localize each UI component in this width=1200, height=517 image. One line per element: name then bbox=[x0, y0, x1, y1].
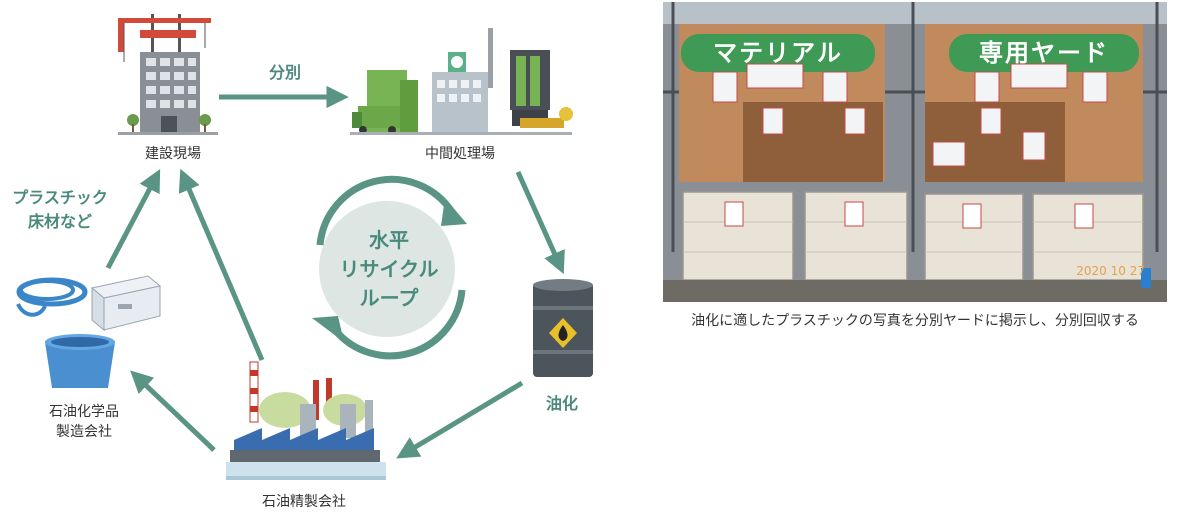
loop-label: 水平 リサイクル ループ bbox=[339, 228, 439, 310]
construction-site-icon bbox=[118, 14, 218, 135]
edge-label-plastic-flooring: プラスチック 床材など bbox=[12, 188, 108, 231]
node-label-intermediate-plant: 中間処理場 bbox=[425, 146, 495, 162]
arrow-refinery-to-chemical bbox=[130, 370, 216, 452]
photo-date-stamp: 2020 10 27 bbox=[1076, 264, 1145, 278]
edge-label-sort: 分別 bbox=[268, 63, 301, 82]
sign-right-text: 専用ヤード bbox=[979, 39, 1109, 67]
arrow-oil-to-refinery bbox=[396, 380, 524, 459]
chemical-products-icon bbox=[16, 275, 162, 388]
sign-left-text: マテリアル bbox=[713, 39, 843, 67]
sign-left-board bbox=[681, 34, 875, 72]
recycling-diagram bbox=[16, 14, 593, 480]
loop-circle bbox=[312, 175, 467, 360]
oil-drum-icon bbox=[533, 279, 593, 377]
sorting-yard-photo: マテリアル 専用ヤード 2020 10 27 bbox=[663, 2, 1167, 302]
edge-label-oil: 油化 bbox=[545, 394, 578, 413]
photo-caption: 油化に適したプラスチックの写真を分別ヤードに掲示し、分別回収する bbox=[691, 313, 1139, 329]
arrow-chemical-to-site bbox=[105, 169, 161, 270]
node-label-refinery: 石油精製会社 bbox=[262, 494, 346, 510]
processing-plant-icon bbox=[350, 28, 573, 135]
sign-right-board bbox=[949, 34, 1139, 72]
node-label-construction-site: 建設現場 bbox=[145, 146, 201, 162]
refinery-icon bbox=[226, 361, 386, 480]
arrow-plant-to-oil bbox=[515, 170, 565, 275]
arrow-refinery-to-site bbox=[178, 168, 265, 361]
node-label-chemical-maker: 石油化学品 製造会社 bbox=[49, 404, 119, 440]
